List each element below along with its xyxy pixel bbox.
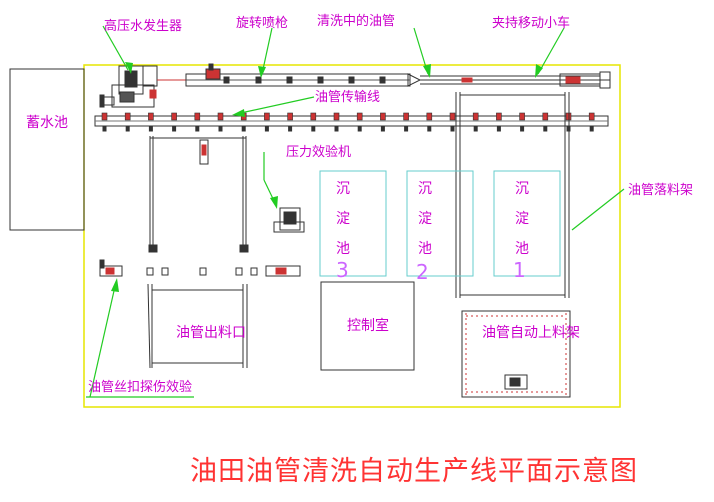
conveyor-support: [334, 125, 339, 132]
thread-inspection-line: [99, 259, 301, 277]
conveyor-roller: [101, 112, 108, 121]
conveyor-roller: [171, 112, 177, 121]
conveyor-roller: [380, 112, 386, 121]
conveyor-roller: [496, 112, 502, 121]
conveyor-roller: [449, 112, 456, 121]
conveyor-roller: [356, 112, 363, 121]
conveyor-support: [125, 125, 130, 132]
label-spray-gun: 旋转喷枪: [236, 16, 289, 31]
conveyor-support: [473, 125, 478, 132]
tank-1-number: 1: [513, 258, 526, 282]
conveyor-support: [218, 125, 223, 132]
label-outlet: 油管出料口: [176, 325, 246, 341]
leader-lines: [86, 25, 625, 398]
label-thread-test: 油管丝扣探伤效验: [88, 380, 193, 395]
conveyor-support: [241, 125, 246, 132]
conveyor-support: [172, 125, 177, 132]
conveyor-support: [102, 125, 107, 132]
conveyor-support: [380, 125, 385, 132]
conveyor-roller: [310, 112, 317, 121]
label-control-room: 控制室: [347, 318, 389, 334]
feed-frame: [148, 136, 249, 253]
conveyor-roller: [588, 112, 595, 121]
conveyor-support: [264, 125, 269, 132]
conveyor-line: [94, 112, 609, 132]
conveyor-roller: [217, 112, 224, 121]
cleaning-pipe: [407, 71, 611, 89]
label-conveyor: 油管传输线: [315, 90, 381, 105]
conveyor-support: [589, 125, 594, 132]
site-boundary: [83, 64, 621, 408]
conveyor-support: [357, 125, 362, 132]
label-drop-rack: 油管落料架: [628, 183, 694, 198]
conveyor-roller: [542, 112, 549, 121]
conveyor-roller: [426, 112, 433, 121]
tank-3-text: 沉淀池: [336, 181, 350, 257]
label-auto-loader: 油管自动上料架: [482, 325, 580, 341]
conveyor-roller: [403, 112, 409, 121]
reservoir-box: [9, 68, 85, 231]
conveyor-support: [148, 125, 153, 132]
high-pressure-pump: [99, 65, 158, 108]
control-room-box: [320, 281, 415, 371]
conveyor-support: [195, 125, 200, 132]
conveyor-support: [288, 125, 293, 132]
pressure-tester-machine: [273, 207, 305, 233]
conveyor-roller: [124, 112, 131, 121]
auto-loader-frame: [461, 310, 571, 398]
diagram-title: 油田油管清洗自动生产线平面示意图: [190, 456, 638, 487]
label-pump: 高压水发生器: [104, 19, 183, 34]
conveyor-support: [311, 125, 316, 132]
conveyor-roller: [148, 112, 154, 121]
conveyor-roller: [333, 112, 340, 121]
label-pressure-tester: 压力效验机: [286, 145, 352, 160]
conveyor-support: [450, 125, 455, 132]
conveyor-support: [543, 125, 548, 132]
tank-2-number: 2: [416, 260, 429, 284]
conveyor-support: [427, 125, 432, 132]
tank-2-text: 沉淀池: [418, 181, 432, 257]
label-reservoir: 蓄水池: [26, 115, 68, 131]
conveyor-support: [520, 125, 525, 132]
spray-gun-track: [185, 63, 411, 87]
tank-3-number: 3: [336, 258, 349, 282]
drop-rack-frame: [455, 92, 570, 298]
conveyor-roller: [194, 112, 201, 121]
conveyor-roller: [519, 112, 525, 121]
label-pipe-cleaning: 清洗中的油管: [317, 14, 396, 29]
conveyor-roller: [264, 112, 270, 121]
conveyor-support: [404, 125, 409, 132]
settling-tanks: [319, 170, 561, 277]
conveyor-roller: [472, 112, 479, 121]
conveyor-support: [496, 125, 501, 132]
tank-1-text: 沉淀池: [515, 181, 529, 257]
conveyor-roller: [287, 112, 293, 121]
label-cart: 夹持移动小车: [492, 16, 571, 31]
outlet-frame: [147, 283, 248, 369]
